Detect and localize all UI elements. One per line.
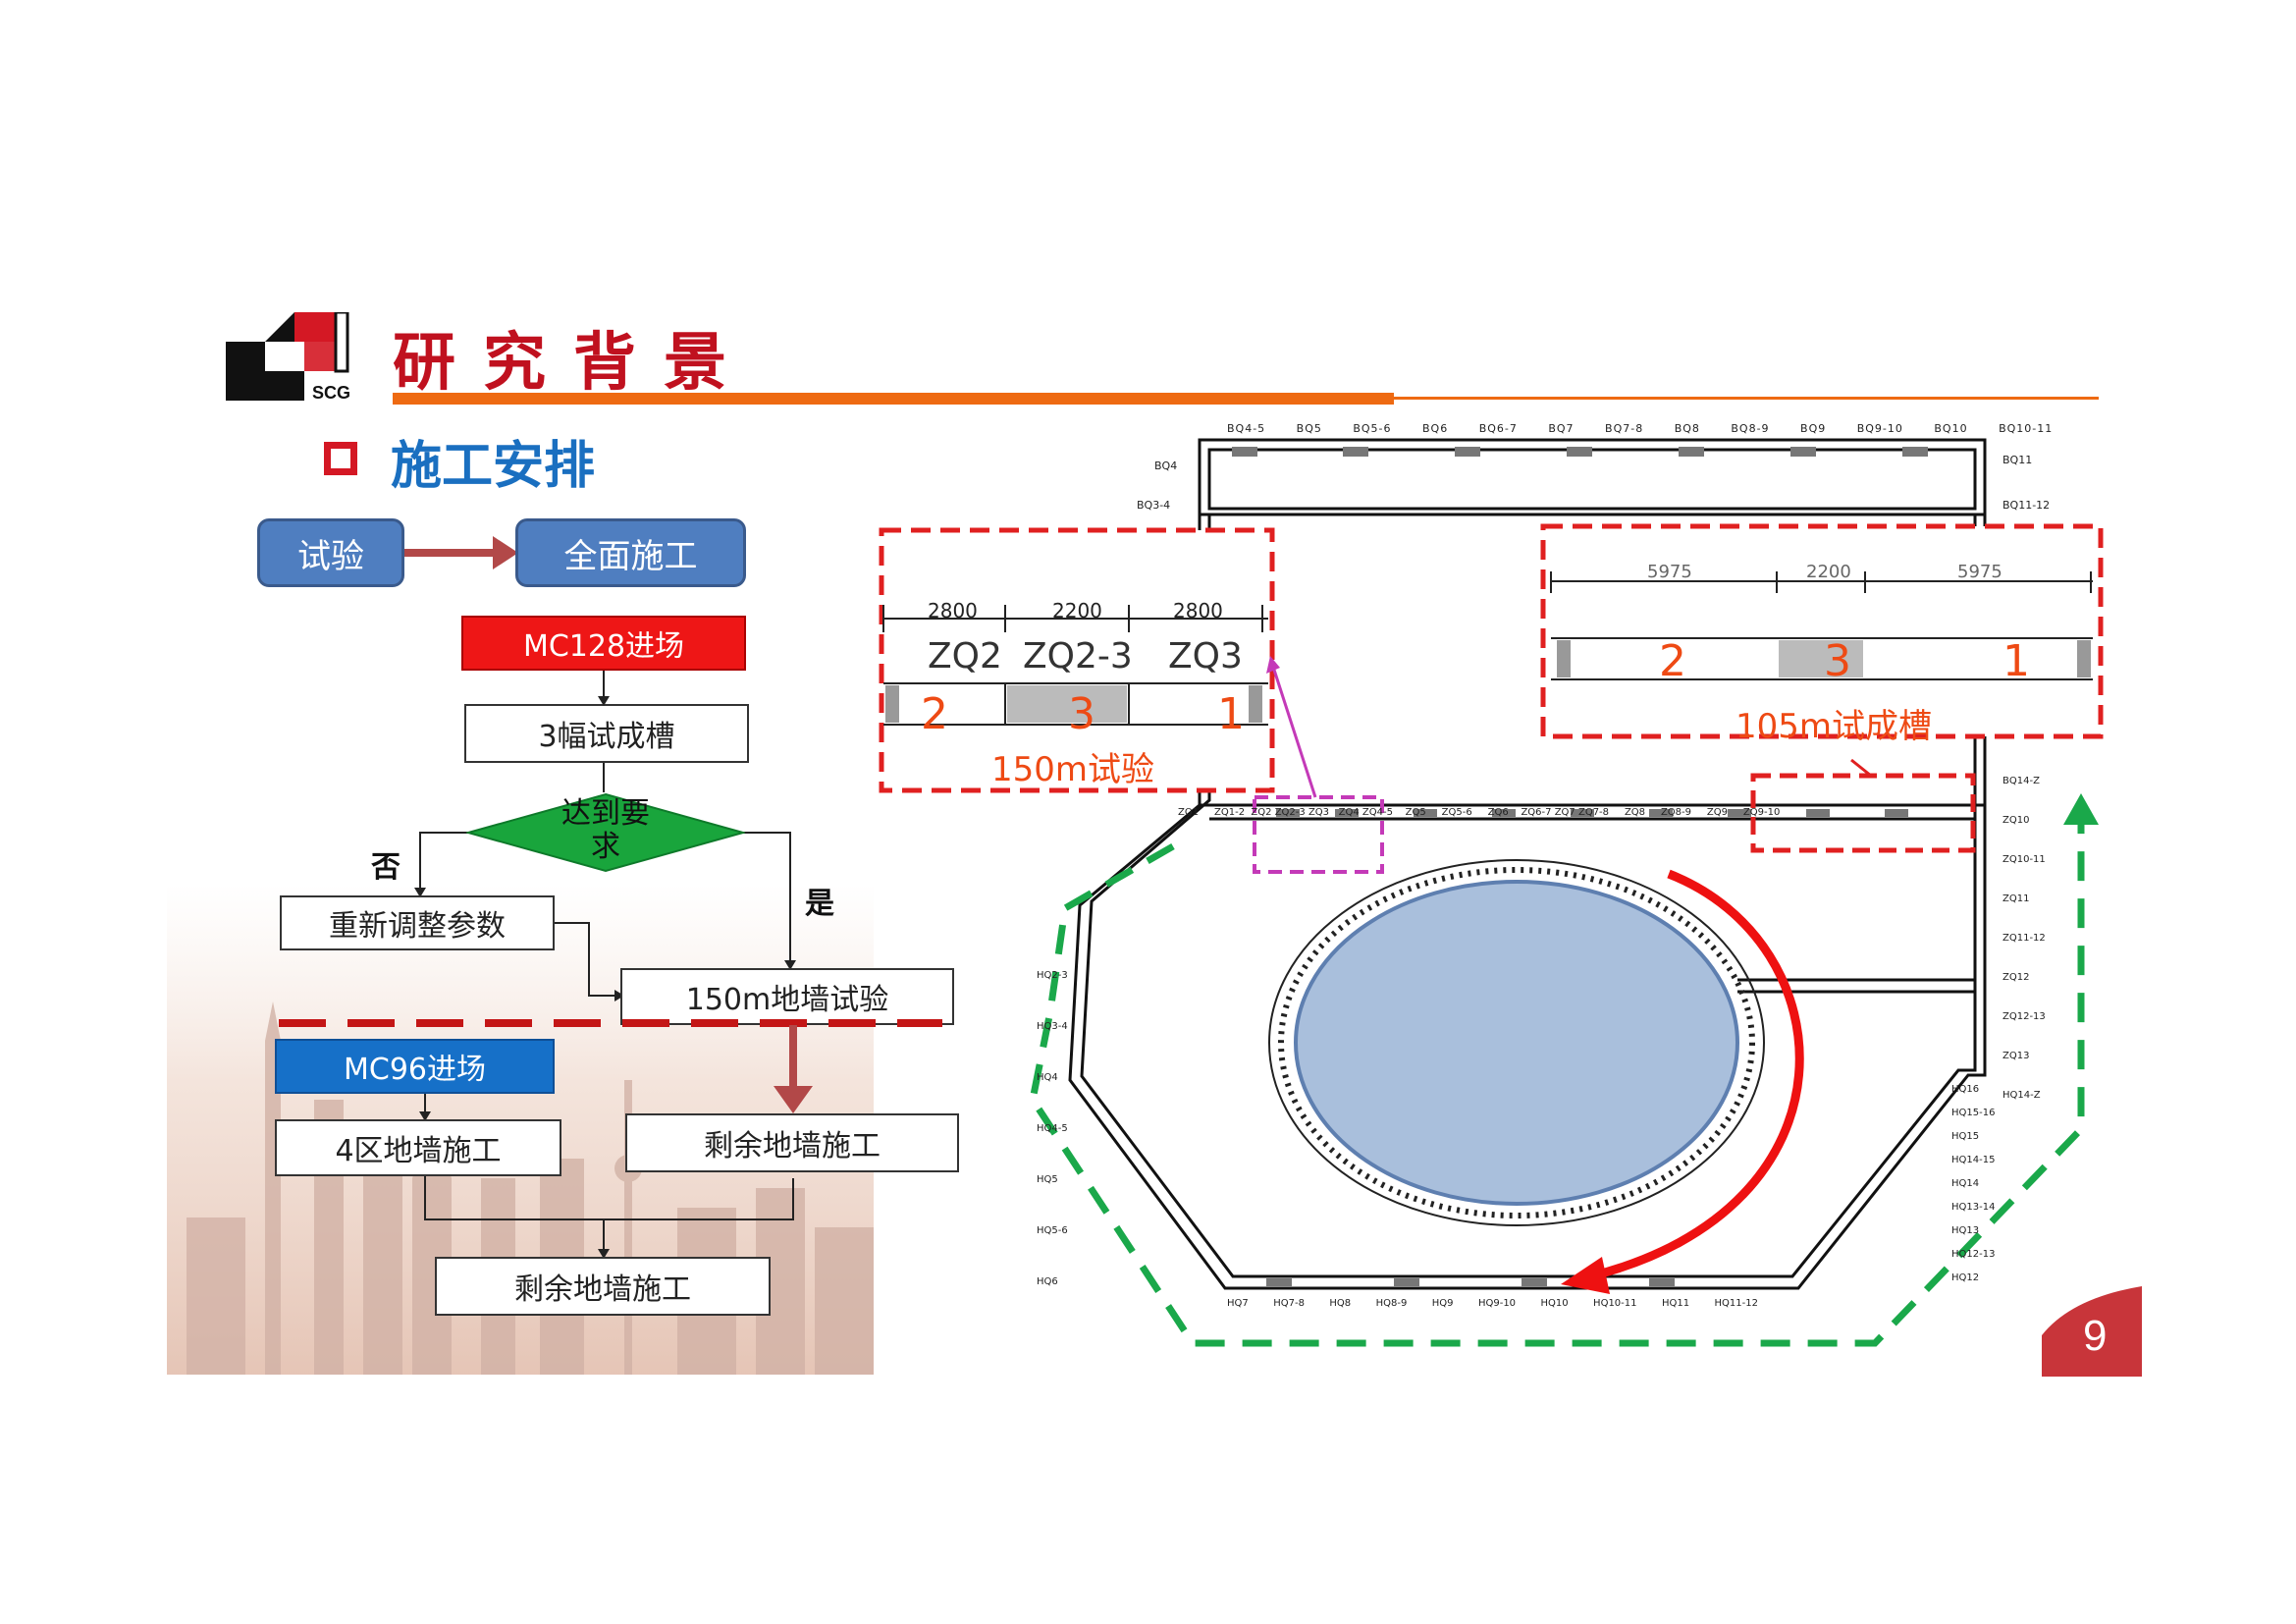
dim-left-2: 2200: [1052, 599, 1102, 623]
seq-left-3: 3: [1068, 689, 1095, 739]
plan-label: BQ3-4: [1137, 499, 1171, 512]
plan-mid-labels: ZQ1 ZQ1-2 ZQ2 ZQ2-3 ZQ3 ZQ4 ZQ4-5 ZQ5 ZQ…: [1178, 807, 1781, 818]
plan-label: BQ9: [1800, 422, 1827, 435]
dim-left-3: 2800: [1173, 599, 1223, 623]
plan-label: BQ6: [1422, 422, 1449, 435]
plan-bottom-labels: HQ7 HQ7-8 HQ8 HQ8-9 HQ9 HQ9-10 HQ10 HQ10…: [1227, 1298, 1758, 1309]
plan-label: BQ4-5: [1227, 422, 1266, 435]
plan-label: BQ5: [1296, 422, 1322, 435]
caption-150m: 150m试验: [991, 750, 1155, 789]
page-title: 研究背景: [393, 326, 754, 400]
plan-label: BQ9-10: [1856, 422, 1903, 435]
plan-label: BQ7: [1548, 422, 1575, 435]
dim-right-2: 2200: [1806, 562, 1851, 582]
readjust-box: 重新调整参数: [280, 895, 555, 950]
panel-zq2-3: ZQ2-3: [1023, 636, 1133, 677]
dim-left-1: 2800: [928, 599, 978, 623]
trial-step-pill: 试验: [257, 518, 404, 587]
seq-left-1: 1: [1217, 689, 1245, 739]
panel-zq3: ZQ3: [1168, 636, 1243, 677]
dim-right-1: 5975: [1647, 562, 1692, 582]
plan-right-diagonal-labels: HQ16 HQ15-16 HQ15 HQ14-15 HQ14 HQ13-14 H…: [1951, 1084, 1996, 1283]
no-label: 否: [371, 850, 400, 885]
plan-label: BQ6-7: [1478, 422, 1518, 435]
decision-diamond: [466, 792, 745, 873]
caption-105m: 105m试成槽: [1735, 707, 1933, 746]
zone4-wall-box: 4区地墙施工: [275, 1119, 561, 1176]
full-construction-pill: 全面施工: [515, 518, 746, 587]
yes-label: 是: [805, 887, 834, 921]
trial-trench-box: 3幅试成槽: [464, 704, 749, 763]
plan-label: BQ7-8: [1605, 422, 1644, 435]
logo-text: SCG: [312, 383, 350, 401]
header-rule-thin: [1394, 397, 2099, 400]
plan-left-labels: HQ2-3 HQ3-4 HQ4 HQ4-5 HQ5 HQ5-6 HQ6: [1037, 970, 1068, 1287]
decision-label: 达到要求: [561, 796, 650, 864]
phase-divider: [279, 1019, 942, 1113]
seq-left-2: 2: [921, 689, 948, 739]
page-number: 9: [2083, 1312, 2108, 1360]
seq-right-3: 3: [1824, 636, 1851, 686]
dim-right-3: 5975: [1957, 562, 2002, 582]
header-rule-thick: [393, 393, 1394, 405]
plan-label: BQ11-12: [2002, 499, 2051, 512]
mc96-entry-box: MC96进场: [275, 1039, 555, 1094]
section-heading: 施工安排: [391, 437, 596, 496]
plan-label: BQ8: [1674, 422, 1700, 435]
scg-logo: SCG: [226, 312, 350, 401]
plan-label: BQ5-6: [1353, 422, 1392, 435]
plan-label: BQ11: [2002, 454, 2033, 466]
plan-label: BQ8-9: [1731, 422, 1770, 435]
bullet-square-icon: [324, 442, 357, 475]
plan-label: BQ10: [1934, 422, 1968, 435]
plan-label: BQ4: [1154, 460, 1178, 472]
seq-right-1: 1: [2002, 636, 2030, 686]
wall-trial-box: 150m地墙试验: [620, 968, 954, 1025]
mc128-entry-box: MC128进场: [461, 616, 746, 671]
remaining-wall-right-box: 剩余地墙施工: [625, 1113, 959, 1172]
plan-right-labels: BQ14-Z ZQ10 ZQ10-11 ZQ11 ZQ11-12 ZQ12 ZQ…: [2002, 776, 2046, 1101]
plan-top-labels: BQ4-5 BQ5 BQ5-6 BQ6 BQ6-7 BQ7 BQ7-8 BQ8 …: [1227, 422, 2053, 435]
remaining-wall-bottom-box: 剩余地墙施工: [435, 1257, 771, 1316]
panel-zq2: ZQ2: [928, 636, 1002, 677]
plan-label: BQ10-11: [1999, 422, 2054, 435]
seq-right-2: 2: [1659, 636, 1686, 686]
arrow-right-icon: [404, 536, 518, 569]
